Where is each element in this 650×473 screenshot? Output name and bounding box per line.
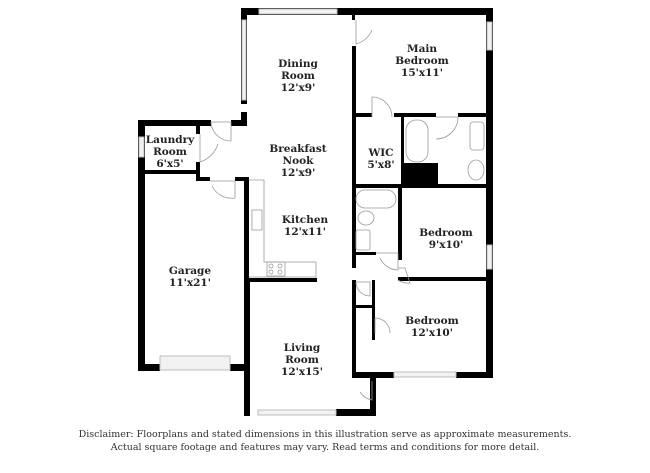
- disclaimer: Disclaimer: Floorplans and stated dimens…: [0, 428, 650, 454]
- windows: [138, 8, 493, 416]
- room-dimensions: 6'x5': [156, 158, 184, 170]
- room-name: Room: [153, 146, 187, 158]
- room-name: Laundry: [145, 134, 195, 146]
- room-name: WIC: [368, 147, 394, 159]
- room-name: Living: [283, 342, 321, 354]
- room-name: Kitchen: [281, 214, 329, 226]
- room-label-kitchen: Kitchen 12'x11': [282, 214, 328, 238]
- room-label-living-room: Living Room 12'x15': [281, 342, 323, 378]
- room-name: Main: [406, 43, 438, 55]
- room-name: Breakfast: [269, 143, 327, 155]
- room-label-main-bedroom: Main Bedroom 15'x11': [395, 43, 449, 79]
- room-dimensions: 12'x10': [411, 327, 453, 339]
- disclaimer-line-1: Disclaimer: Floorplans and stated dimens…: [78, 429, 572, 440]
- room-label-breakfast-nook: Breakfast Nook 12'x9': [269, 143, 326, 179]
- room-name: Nook: [282, 155, 314, 167]
- room-dimensions: 12'x9': [280, 167, 316, 179]
- room-dimensions: 15'x11': [401, 67, 443, 79]
- room-label-garage: Garage 11'x21': [169, 265, 211, 289]
- room-label-bedroom-3: Bedroom 12'x10': [405, 315, 459, 339]
- room-dimensions: 12'x11': [284, 226, 326, 238]
- room-dimensions: 12'x15': [281, 366, 323, 378]
- room-label-dining-room: Dining Room 12'x9': [278, 58, 318, 94]
- doors: [199, 20, 459, 401]
- room-label-wic: WIC 5'x8': [367, 147, 394, 171]
- room-label-laundry-room: Laundry Room 6'x5': [146, 134, 194, 170]
- room-label-bedroom-2: Bedroom 9'x10': [419, 227, 473, 251]
- room-name: Bedroom: [405, 315, 459, 327]
- room-name: Room: [285, 354, 319, 366]
- room-dimensions: 11'x21': [169, 277, 211, 289]
- fixtures: [249, 119, 485, 278]
- room-name: Bedroom: [395, 55, 449, 67]
- disclaimer-line-2: Actual square footage and features may v…: [110, 442, 540, 453]
- room-dimensions: 5'x8': [367, 159, 395, 171]
- room-name: Room: [281, 70, 315, 82]
- room-name: Dining: [278, 58, 318, 70]
- interior-walls: [145, 12, 490, 376]
- room-dimensions: 9'x10': [428, 239, 464, 251]
- room-name: Garage: [168, 265, 212, 277]
- room-dimensions: 12'x9': [280, 82, 316, 94]
- room-name: Bedroom: [419, 227, 473, 239]
